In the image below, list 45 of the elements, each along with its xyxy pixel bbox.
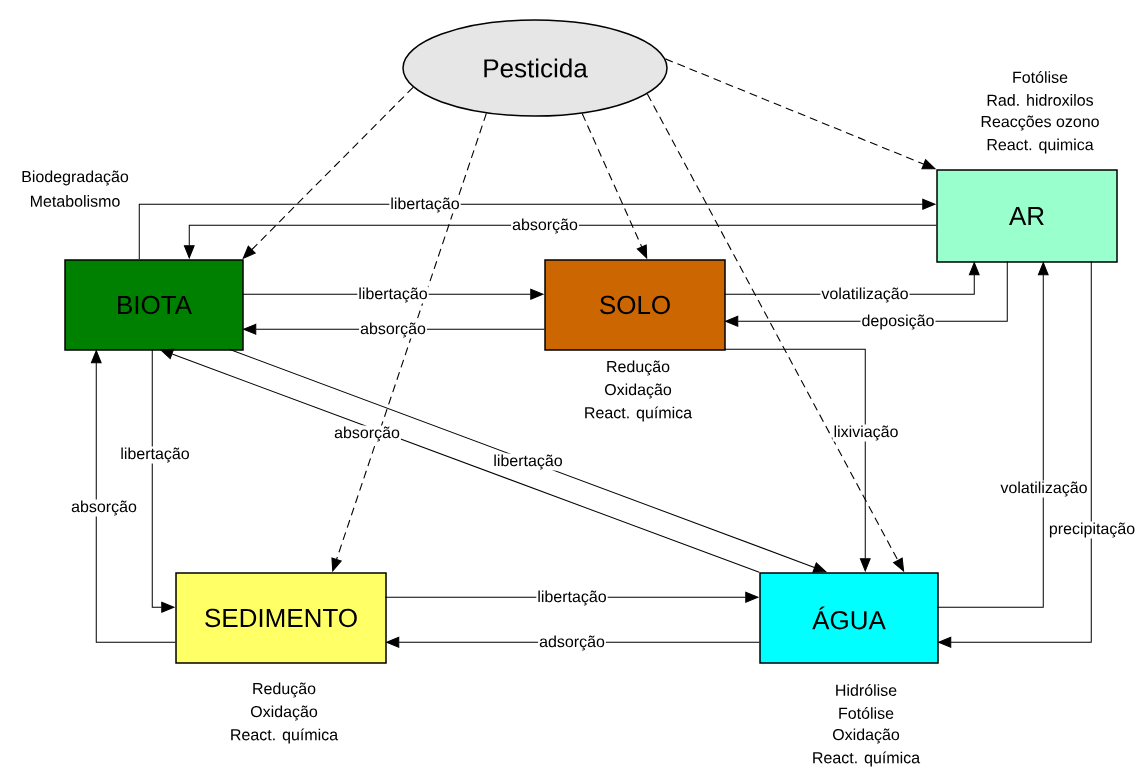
arrow: [938, 260, 1092, 648]
edge-label: precipitação: [1047, 521, 1137, 539]
arrow: [90, 350, 176, 643]
process-label: Biodegradação: [22, 170, 129, 186]
edge-label: absorção: [333, 425, 401, 443]
process-label: Reacções ozono: [981, 115, 1099, 131]
process-label: React. quimica: [987, 138, 1094, 154]
compartment-box: AR: [936, 169, 1118, 263]
process-label: Oxidação: [604, 383, 672, 399]
process-label: Oxidação: [250, 705, 318, 721]
edge-label: libertação: [357, 286, 429, 304]
arrow: [151, 348, 175, 613]
process-label: Rad. hidroxilos: [987, 94, 1094, 106]
edge-label: adsorção: [538, 634, 606, 652]
process-label: Fotólise: [1013, 71, 1068, 83]
process-label: React. química: [231, 728, 339, 744]
edge-label: lixiviação: [832, 424, 900, 442]
compartment-box: ÁGUA: [759, 572, 939, 664]
edge-label: volatilização: [999, 480, 1089, 498]
arrow: [183, 224, 937, 259]
arrow: [936, 262, 1049, 608]
edge-label: absorção: [70, 499, 138, 517]
process-label: Hidrólise: [836, 684, 897, 696]
process-label: Fotólise: [839, 707, 894, 719]
compartment-box: SOLO: [544, 259, 726, 351]
edge-label: absorção: [511, 217, 579, 235]
edge-label: deposição: [860, 313, 936, 331]
edge-label: libertação: [536, 589, 608, 607]
edge-label: libertação: [119, 446, 191, 464]
process-label: React. química: [813, 751, 921, 767]
process-label: Metabolismo: [31, 195, 120, 207]
arrow: [138, 198, 936, 260]
process-label: Redução: [607, 360, 670, 376]
compartment-box: SEDIMENTO: [175, 572, 387, 664]
arrow: [228, 348, 827, 573]
process-label: Redução: [253, 682, 316, 698]
edge-label: libertação: [389, 196, 461, 214]
edge-label: absorção: [359, 321, 427, 339]
process-label: React. química: [585, 406, 693, 422]
edge-label: volatilização: [820, 286, 910, 304]
edge-label: libertação: [492, 453, 564, 471]
arrow: [160, 348, 760, 573]
arrow: [723, 348, 871, 572]
process-label: Oxidação: [832, 728, 900, 744]
compartment-box: BIOTA: [64, 259, 244, 351]
